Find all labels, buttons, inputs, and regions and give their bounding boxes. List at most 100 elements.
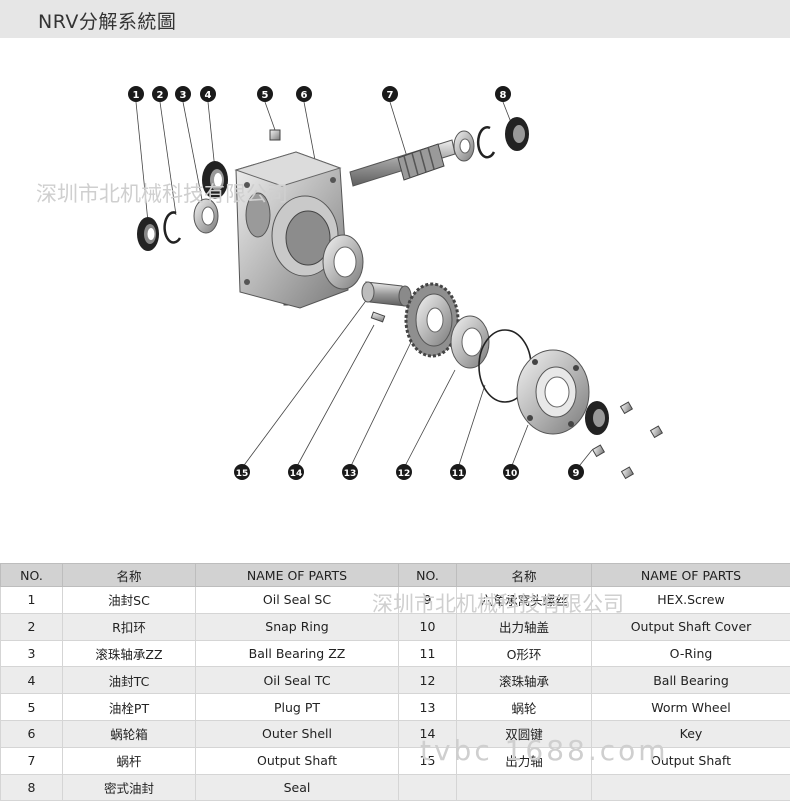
- cell-no: 1: [0, 586, 63, 614]
- cell-en: Oil Seal SC: [195, 586, 399, 614]
- cell-en: Outer Shell: [195, 719, 399, 748]
- cell-en-2: Output Shaft Cover: [591, 612, 790, 641]
- table-header-row: NO. 名称 NAME OF PARTS NO. 名称 NAME OF PART…: [0, 563, 790, 587]
- callout-4: [200, 86, 216, 102]
- cell-no-2: 10: [398, 612, 457, 641]
- callout-15: [234, 464, 250, 480]
- callout-3: [175, 86, 191, 102]
- callout-5-label: 5: [262, 90, 269, 101]
- cell-cn: 密式油封: [62, 773, 196, 802]
- table-row: 3 滚珠轴承ZZ Ball Bearing ZZ 11 O形环 O-Ring: [0, 639, 790, 668]
- cell-cn-2: 蜗轮: [456, 693, 592, 721]
- ball-bearing-part: [450, 315, 490, 369]
- callout-2: [152, 86, 168, 102]
- header-no-2: NO.: [398, 563, 457, 587]
- worm-wheel-part: [404, 282, 460, 358]
- cell-no-2: 15: [398, 746, 457, 775]
- cell-no: 4: [0, 666, 63, 695]
- callout-11-label: 11: [452, 469, 465, 479]
- cell-no: 7: [0, 746, 63, 775]
- cell-en: Plug PT: [195, 693, 399, 721]
- cell-no: 2: [0, 612, 63, 641]
- output-shaft-cover-part: [516, 349, 609, 435]
- title-bar: NRV分解系統圖: [0, 0, 790, 38]
- cell-no: 6: [0, 719, 63, 748]
- header-name-of-parts-2: NAME OF PARTS: [591, 563, 790, 587]
- cell-cn: 油栓PT: [62, 693, 196, 721]
- exploded-diagram: 1 2 3 4 5 6 7 8 9 10 11 12 13 14 15: [128, 86, 664, 480]
- cell-cn: 蜗轮箱: [62, 719, 196, 748]
- header-no: NO.: [0, 563, 63, 587]
- callout-10: [503, 464, 519, 480]
- callout-9: [568, 464, 584, 480]
- callout-6: [296, 86, 312, 102]
- bearing-inner-part: [322, 234, 364, 290]
- cell-cn: 蜗杆: [62, 746, 196, 775]
- cell-en: Seal: [195, 773, 399, 802]
- cell-cn-2: [456, 773, 592, 802]
- callout-1: [128, 86, 144, 102]
- table-row: 6 蜗轮箱 Outer Shell 14 双圆键 Key: [0, 719, 790, 748]
- cell-cn-2: 出力轴盖: [456, 612, 592, 641]
- callout-7-label: 7: [387, 90, 394, 101]
- parts-table: NO. 名称 NAME OF PARTS NO. 名称 NAME OF PART…: [0, 563, 790, 802]
- callout-2-label: 2: [157, 90, 164, 101]
- callout-6-label: 6: [301, 90, 308, 101]
- callout-10-label: 10: [505, 469, 518, 479]
- table-row: 2 R扣环 Snap Ring 10 出力轴盖 Output Shaft Cov…: [0, 612, 790, 641]
- outer-shell-part: [234, 151, 349, 309]
- cell-cn-2: 出力轴: [456, 746, 592, 775]
- snap-ring-part: [163, 211, 182, 244]
- worm-shaft-part: [349, 130, 475, 187]
- cell-en-2: [591, 773, 790, 802]
- leader-lines: [135, 101, 593, 471]
- callout-14: [288, 464, 304, 480]
- callout-3-label: 3: [180, 90, 187, 101]
- callout-13: [342, 464, 358, 480]
- cell-cn: 油封TC: [62, 666, 196, 695]
- ball-bearing-zz-part: [193, 198, 219, 234]
- header-cn-name-2: 名称: [456, 563, 592, 587]
- cell-en-2: Worm Wheel: [591, 693, 790, 721]
- callout-13-label: 13: [344, 469, 357, 479]
- callout-7: [382, 86, 398, 102]
- page-title: NRV分解系統圖: [38, 11, 177, 33]
- cell-no: 3: [0, 639, 63, 668]
- cell-cn: 滚珠轴承ZZ: [62, 639, 196, 668]
- cell-cn-2: 双圆键: [456, 719, 592, 748]
- cell-no: 8: [0, 773, 63, 802]
- cell-en-2: Key: [591, 719, 790, 748]
- cell-en-2: Ball Bearing: [591, 666, 790, 695]
- cell-no-2: 12: [398, 666, 457, 695]
- cell-en-2: HEX.Screw: [591, 586, 790, 614]
- cell-en: Ball Bearing ZZ: [195, 639, 399, 668]
- callout-14-label: 14: [290, 469, 303, 479]
- hex-screw-part: [591, 401, 664, 480]
- seal-part: [476, 117, 529, 159]
- cell-en: Snap Ring: [195, 612, 399, 641]
- callout-5: [257, 86, 273, 102]
- output-shaft-part: [361, 281, 412, 307]
- cell-cn: R扣环: [62, 612, 196, 641]
- cell-cn-2: 六角承窝头螺丝: [456, 586, 592, 614]
- cell-no-2: [398, 773, 457, 802]
- table-row: 1 油封SC Oil Seal SC 9 六角承窝头螺丝 HEX.Screw: [0, 586, 790, 614]
- table-row: 5 油栓PT Plug PT 13 蜗轮 Worm Wheel: [0, 693, 790, 721]
- callout-15-label: 15: [236, 469, 249, 479]
- key-part: [370, 311, 386, 323]
- table-row: 7 蜗杆 Output Shaft 15 出力轴 Output Shaft: [0, 746, 790, 775]
- cell-no-2: 11: [398, 639, 457, 668]
- cell-en-2: O-Ring: [591, 639, 790, 668]
- callout-9-label: 9: [573, 468, 580, 479]
- callout-11: [450, 464, 466, 480]
- cell-no-2: 14: [398, 719, 457, 748]
- cell-no-2: 13: [398, 693, 457, 721]
- callout-12: [396, 464, 412, 480]
- callout-1-label: 1: [133, 90, 140, 101]
- callout-4-label: 4: [205, 90, 212, 101]
- oil-seal-tc-part: [202, 161, 228, 199]
- callout-8: [495, 86, 511, 102]
- header-name-of-parts: NAME OF PARTS: [195, 563, 399, 587]
- cell-cn-2: O形环: [456, 639, 592, 668]
- oil-seal-sc-part: [137, 217, 159, 251]
